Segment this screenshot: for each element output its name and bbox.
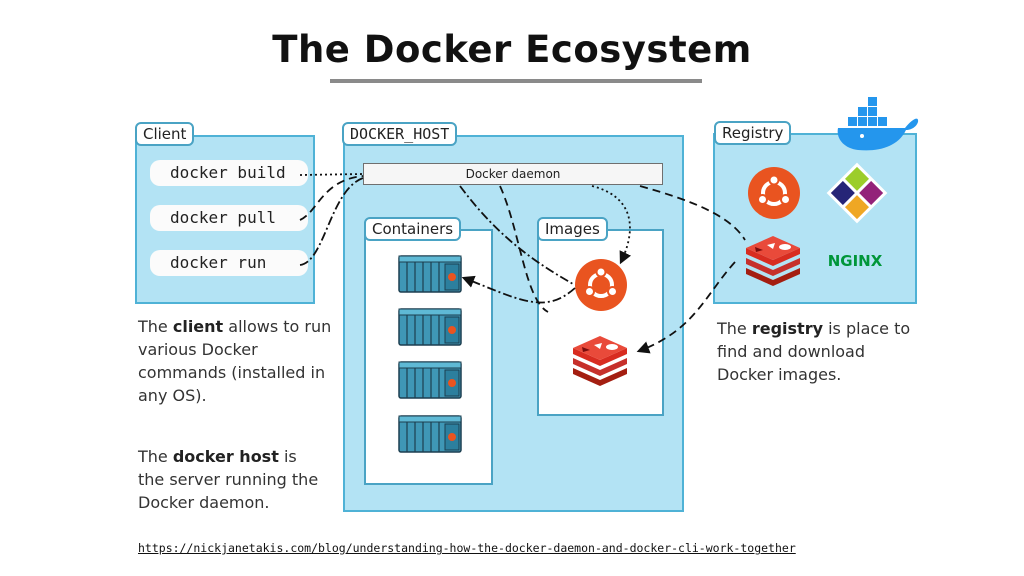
images-label: Images [537, 217, 608, 241]
nginx-logo: NGINX [828, 252, 883, 270]
command-docker-pull: docker pull [150, 205, 308, 231]
connector-pull [299, 175, 364, 221]
registry-label: Registry [714, 121, 792, 145]
containers-label: Containers [364, 217, 462, 241]
container-icon [398, 255, 462, 293]
connector-daemon-to-registry [639, 185, 746, 241]
connector-image-to-container [461, 275, 576, 304]
source-link[interactable]: https://nickjanetakis.com/blog/understan… [138, 541, 796, 555]
docker-host-label: DOCKER_HOST [342, 122, 458, 146]
title-underline [330, 79, 702, 83]
client-description: The client allows to run various Docker … [138, 317, 332, 405]
redis-image-icon [573, 336, 627, 386]
container-icon [398, 308, 462, 346]
container-icon [398, 361, 462, 399]
host-description: The docker host is the server running th… [138, 447, 319, 512]
connector-registry-to-image [636, 261, 736, 354]
connector-run [299, 177, 364, 266]
ubuntu-registry-icon [746, 165, 802, 221]
docker-daemon-bar: Docker daemon [363, 163, 663, 185]
client-label: Client [135, 122, 195, 146]
connector-daemon-to-ubuntu [459, 185, 574, 285]
registry-panel [713, 133, 917, 304]
connector-daemon-to-image [591, 185, 632, 265]
command-docker-run: docker run [150, 250, 308, 276]
page-title: The Docker Ecosystem [272, 28, 752, 71]
registry-description: The registry is place to find and downlo… [717, 319, 911, 384]
ubuntu-image-icon [573, 257, 629, 313]
container-icon [398, 415, 462, 453]
connector-pull-path [499, 185, 549, 313]
connector-build [299, 173, 364, 176]
centos-icon [826, 162, 888, 224]
docker-whale-icon [837, 97, 919, 151]
command-docker-build: docker build [150, 160, 308, 186]
redis-registry-icon [746, 236, 800, 286]
